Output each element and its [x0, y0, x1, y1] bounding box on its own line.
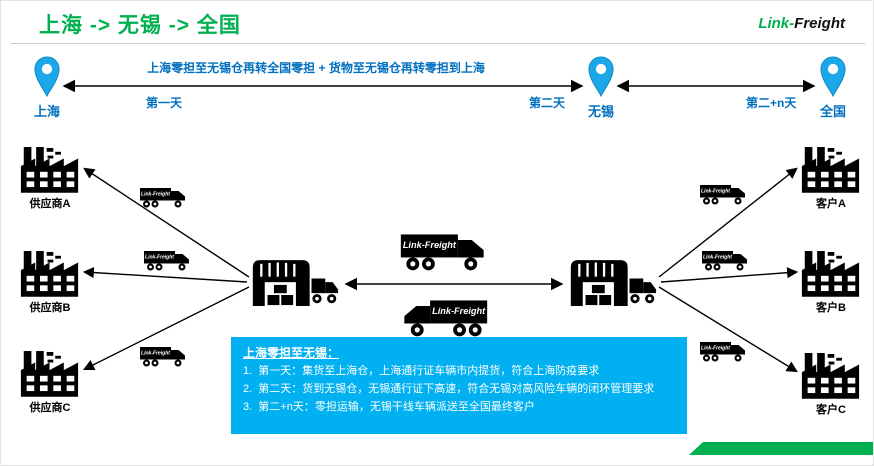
map-pin-shanghai-icon	[34, 56, 60, 97]
info-box: 上海零担至无锡： 1. 第一天：集货至上海仓，上海通行证车辆市内提货，符合上海防…	[231, 337, 687, 434]
brand-logo-freight: Freight	[794, 15, 845, 32]
info-box-item-3: 3. 第二+n天：零担运输，无锡干线车辆派送至全国最终客户	[243, 401, 535, 414]
warehouse-shanghai-icon	[252, 260, 339, 306]
factory-customer-c-icon	[801, 353, 860, 399]
customer-b-label: 客户B	[816, 302, 846, 314]
factory-customer-a-icon	[801, 147, 860, 193]
truck-left-c-icon	[140, 347, 185, 367]
brand-logo-link: Link-	[758, 15, 795, 32]
supplier-a-label: 供应商A	[29, 198, 71, 210]
map-pin-wuxi-icon	[588, 56, 614, 97]
warehouse-wuxi-icon	[570, 260, 657, 306]
day1-label: 第一天	[146, 96, 183, 110]
factory-supplier-b-icon	[20, 251, 79, 297]
truck-left-b-icon	[144, 251, 189, 271]
info-box-item-1: 1. 第一天：集货至上海仓，上海通行证车辆市内提货，符合上海防疫要求	[243, 365, 600, 378]
linehaul-truck-westbound-icon	[404, 300, 488, 337]
brand-logo: Link-Freight	[758, 15, 845, 32]
page-title: 上海 -> 无锡 -> 全国	[39, 14, 241, 37]
info-box-item-2: 2. 第二天：货到无锡仓，无锡通行证下高速，符合无锡对高风险车辆的闭环管理要求	[243, 383, 655, 396]
supplier-c-label: 供应商C	[29, 402, 71, 414]
pin-label-nationwide: 全国	[819, 104, 846, 119]
factory-supplier-a-icon	[20, 147, 79, 193]
header-divider	[11, 43, 865, 44]
factory-supplier-c-icon	[20, 351, 79, 397]
supplier-b-label: 供应商B	[29, 302, 71, 314]
route-note: 上海零担至无锡仓再转全国零担 + 货物至无锡仓再转零担到上海	[147, 61, 485, 75]
truck-right-b-icon	[702, 251, 747, 271]
customer-c-label: 客户C	[816, 404, 846, 416]
day2-label: 第二天	[529, 96, 566, 110]
pin-label-shanghai: 上海	[33, 104, 60, 119]
day2n-label: 第二+n天	[746, 96, 797, 110]
truck-right-c-icon	[700, 342, 745, 362]
footer-accent-bar	[689, 442, 873, 455]
map-pin-nationwide-icon	[820, 56, 846, 97]
info-box-title: 上海零担至无锡：	[243, 346, 340, 360]
truck-right-a-icon	[700, 185, 745, 205]
factory-customer-b-icon	[801, 251, 860, 297]
linehaul-truck-eastbound-icon	[400, 234, 484, 271]
customer-a-label: 客户A	[816, 198, 846, 210]
truck-left-a-icon	[140, 188, 185, 208]
pin-label-wuxi: 无锡	[587, 104, 614, 119]
